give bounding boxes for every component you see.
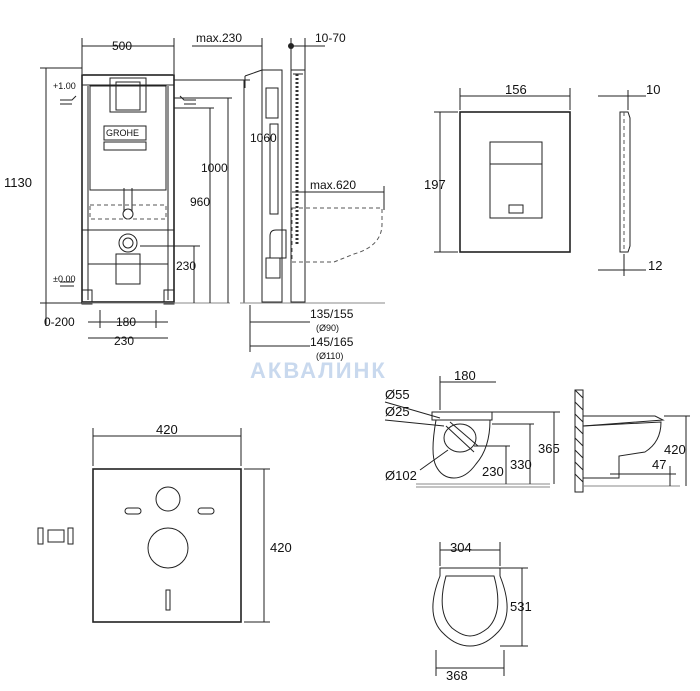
bowl-side-view: 180 Ø55 Ø25 Ø102 365 330 230 bbox=[384, 368, 560, 488]
dim-diameter-55: Ø55 bbox=[385, 387, 410, 402]
dim-top-368: 368 bbox=[446, 668, 468, 683]
dim-plate-height: 197 bbox=[424, 177, 446, 192]
dim-pipe-2: 145/165 bbox=[310, 335, 354, 349]
dim-height-1130: 1130 bbox=[4, 175, 32, 190]
flush-plate-view: 156 197 10 12 bbox=[424, 82, 662, 276]
dim-plate-thickness: 10 bbox=[646, 82, 660, 97]
bowl-profile-view: 420 47 bbox=[574, 389, 690, 493]
dim-leg-adjust: 0-200 bbox=[44, 315, 75, 329]
dim-top-304: 304 bbox=[450, 540, 472, 555]
sound-insulation-pad: 420 420 bbox=[37, 422, 292, 623]
dim-width-500: 500 bbox=[112, 39, 132, 53]
dim-max-projection: max.620 bbox=[310, 178, 356, 192]
dim-height-960: 960 bbox=[190, 195, 210, 209]
dim-height-1060: 1060 bbox=[250, 131, 277, 145]
dim-diameter-25: Ø25 bbox=[385, 404, 410, 419]
dim-max-depth: max.230 bbox=[196, 31, 242, 45]
dim-profile-height-47: 47 bbox=[652, 457, 666, 472]
dim-wall-depth: 10-70 bbox=[315, 31, 346, 45]
watermark: АКВАЛИНК bbox=[250, 358, 387, 383]
dim-pipe-2-diameter: (Ø110) bbox=[316, 351, 343, 361]
frame-front-view: GROHE 500 1130 bbox=[4, 38, 277, 348]
mark-bottom: ±0.00 bbox=[53, 274, 75, 284]
dim-pipe-1-diameter: (Ø90) bbox=[316, 323, 339, 333]
dim-pipe-1: 135/155 bbox=[310, 307, 354, 321]
dim-height-1000: 1000 bbox=[201, 161, 228, 175]
svg-text:GROHE: GROHE bbox=[106, 128, 139, 138]
dim-plate-depth: 12 bbox=[648, 258, 662, 273]
dim-top-531: 531 bbox=[510, 599, 532, 614]
frame-side-view: max.230 10-70 max.620 135/155 (Ø90) 145/… bbox=[192, 31, 385, 361]
dim-plate-width: 156 bbox=[505, 82, 527, 97]
dim-outlet-offset: 230 bbox=[114, 334, 134, 348]
dim-height-330: 330 bbox=[510, 457, 532, 472]
mark-top: +1.00 bbox=[53, 81, 76, 91]
dim-outlet-height-230: 230 bbox=[176, 259, 196, 273]
dim-bolt-spacing: 180 bbox=[116, 315, 136, 329]
dim-bowl-top: 180 bbox=[454, 368, 476, 383]
dim-profile-height-420: 420 bbox=[664, 442, 686, 457]
dim-pad-width: 420 bbox=[156, 422, 178, 437]
dim-height-365: 365 bbox=[538, 441, 560, 456]
dim-diameter-102: Ø102 bbox=[385, 468, 417, 483]
bowl-top-view: 304 531 368 bbox=[432, 540, 532, 683]
dim-pad-height: 420 bbox=[270, 540, 292, 555]
dim-height-230: 230 bbox=[482, 464, 504, 479]
